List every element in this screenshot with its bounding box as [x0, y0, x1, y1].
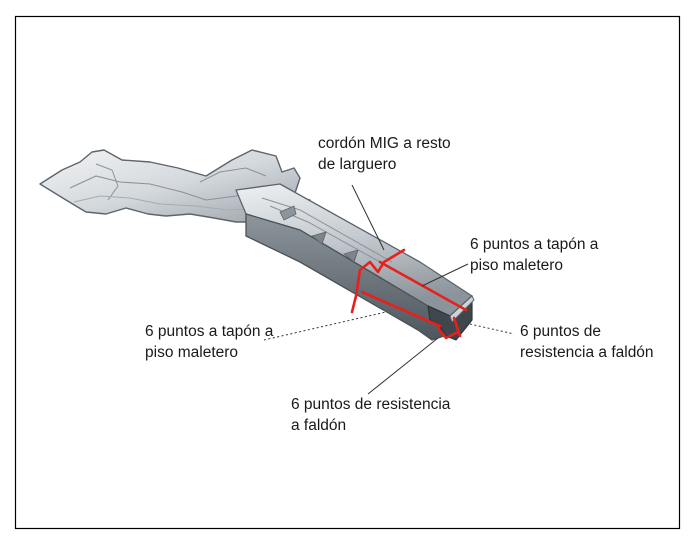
- leader-left: [263, 311, 387, 341]
- label-mig-weld-line1: cordón MIG a resto: [318, 135, 451, 152]
- label-top-right-line1: 6 puntos a tapón a: [470, 236, 599, 253]
- leader-mig: [351, 184, 385, 251]
- resistance-weld-line: [436, 326, 460, 340]
- leader-right: [469, 323, 515, 335]
- leader-top-right: [421, 263, 469, 287]
- leader-bottom: [367, 337, 439, 395]
- bracket-emboss-3: [73, 195, 263, 211]
- resistance-weld-line-2: [452, 316, 462, 338]
- label-right-line2: resistencia a faldón: [520, 344, 654, 361]
- plug-weld-lower-line: [360, 290, 442, 328]
- callout-labels: cordón MIG a resto de larguero 6 puntos …: [145, 135, 654, 434]
- rail-slot: [279, 205, 297, 221]
- leader-lines: [263, 184, 515, 395]
- label-mig-weld-line2: de larguero: [318, 156, 396, 173]
- rail-triangle-2: [343, 249, 359, 263]
- rail-triangle-1: [311, 231, 327, 245]
- mig-weld-seam: [350, 248, 406, 314]
- label-right-line1: 6 puntos de: [520, 323, 601, 340]
- label-left-line1: 6 puntos a tapón a: [145, 323, 274, 340]
- label-top-right-line2: piso maletero: [470, 257, 563, 274]
- label-left-line2: piso maletero: [145, 344, 238, 361]
- bracket-emboss-2: [95, 163, 267, 201]
- label-bottom-line2: a faldón: [291, 417, 346, 434]
- label-bottom-line1: 6 puntos de resistencia: [291, 396, 451, 413]
